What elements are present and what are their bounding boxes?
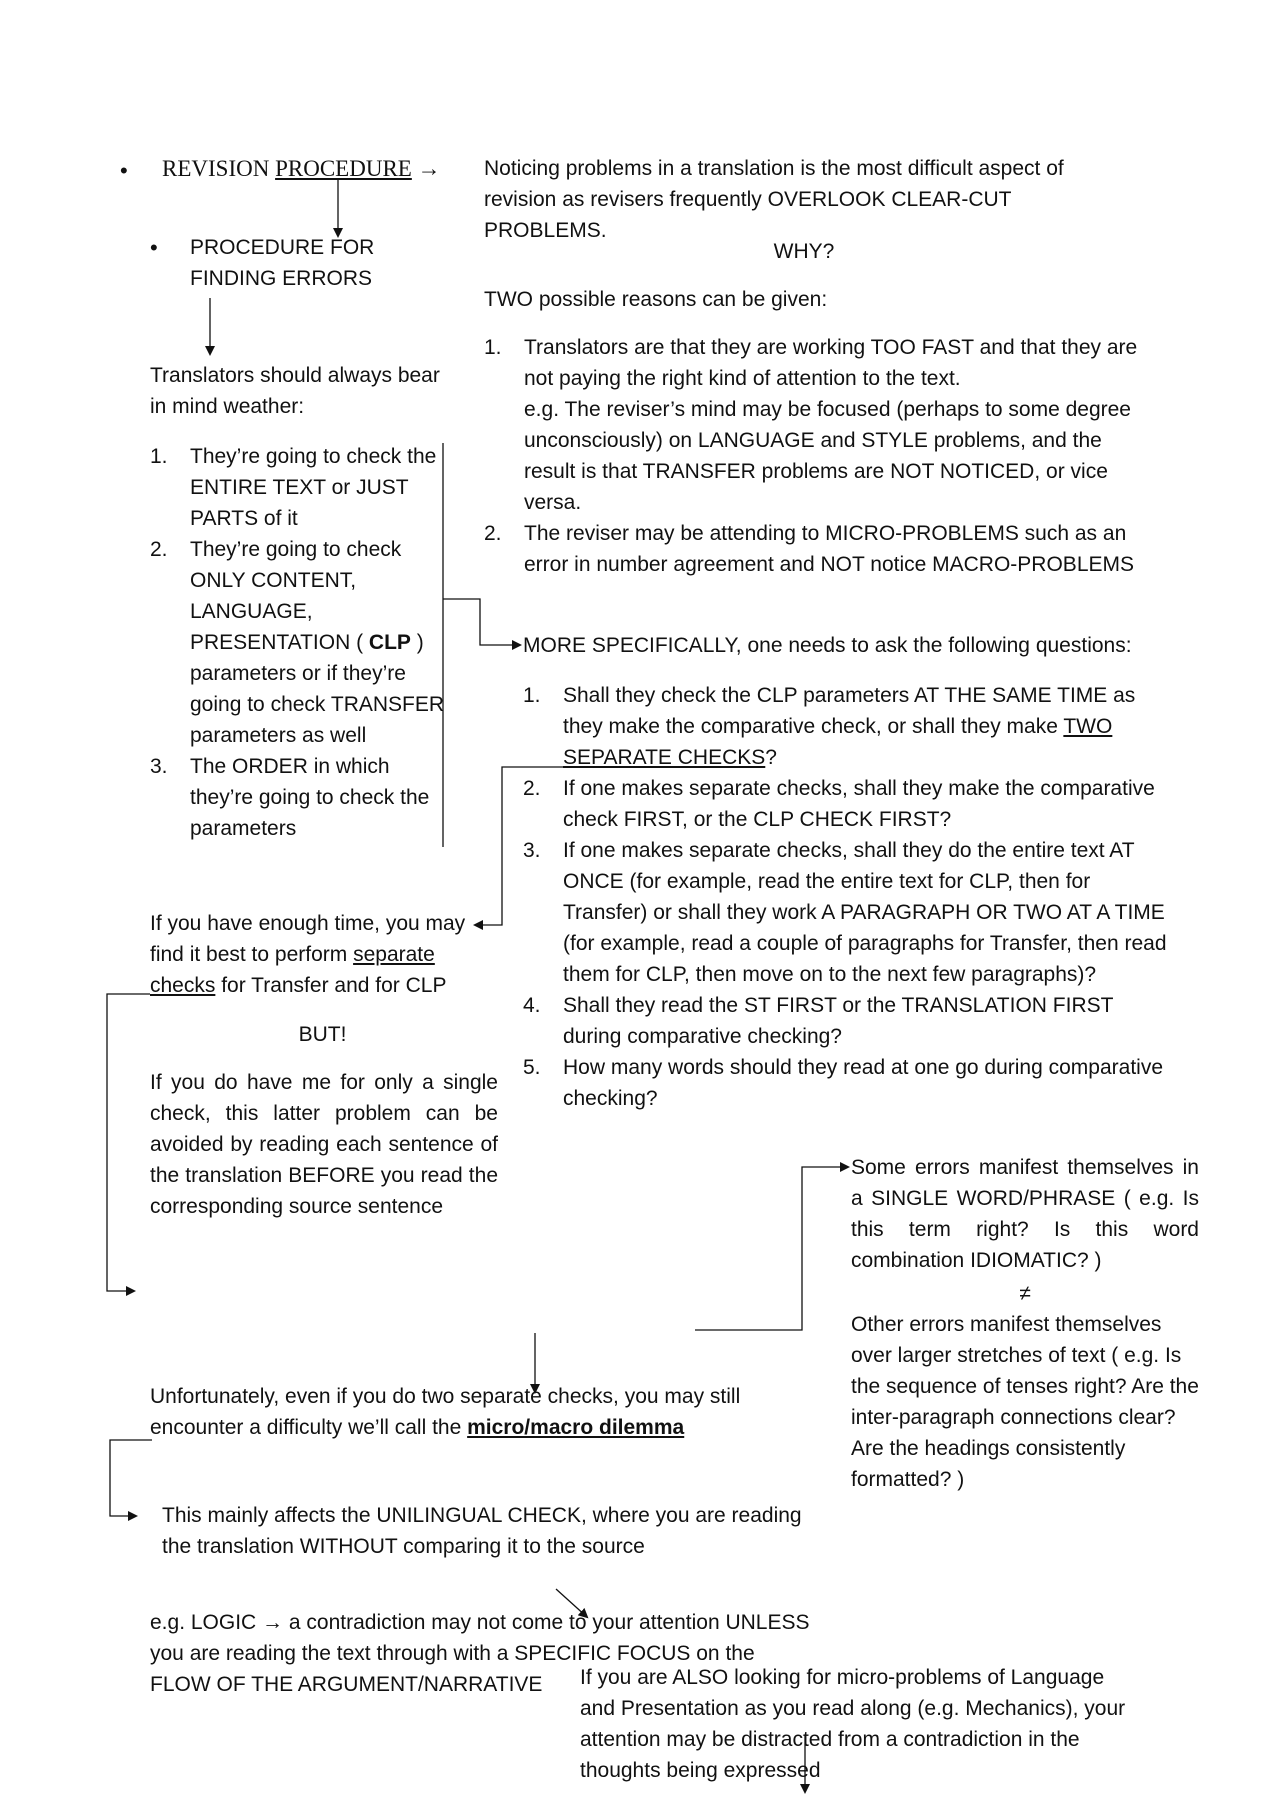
list-item: 5. How many words should they read at on… [523,1056,1163,1110]
main-bullet: • [120,158,128,183]
unilingual-text: This mainly affects the UNILINGUAL CHECK… [162,1504,802,1558]
list-item: 2. They’re going to check ONLY CONTENT, … [150,538,445,747]
larger-stretches-text: Other errors manifest themselves over la… [851,1313,1199,1491]
title-main: PROCEDURE [275,156,412,181]
but-text: BUT! [298,1023,347,1046]
title-pre: REVISION [162,156,270,181]
example-text: e.g. The reviser’s mind may be focused (… [524,398,1131,514]
micro-problems-text: If you are ALSO looking for micro-proble… [580,1666,1126,1782]
list-item: 4. Shall they read the ST FIRST or the T… [523,994,1114,1048]
questions-list: 1. Shall they check the CLP parameters A… [523,680,1171,1114]
considerations-list: 1. They’re going to check the ENTIRE TEX… [150,441,445,844]
more-specifically-text: MORE SPECIFICALLY, one needs to ask the … [523,634,1132,657]
list-item: 1. They’re going to check the ENTIRE TEX… [150,445,437,530]
two-reasons-text: TWO possible reasons can be given: [484,288,828,311]
list-item: 2. The reviser may be attending to MICRO… [484,522,1135,576]
micro-macro-term: micro/macro dilemma [467,1416,685,1439]
single-check-text: If you do have me for only a single chec… [150,1071,498,1218]
clp-abbrev: CLP [368,631,411,654]
list-item: 2. If one makes separate checks, shall t… [523,777,1155,831]
bear-in-mind-text: Translators should always bear in mind w… [150,364,440,418]
arrow-checks-to-bottom [106,993,150,1296]
dilemma-text: Unfortunately, even if you do two separa… [150,1385,741,1439]
enough-time-text: If you have enough time, you may find it… [150,912,466,997]
arrow-diagonal-logic [555,1588,589,1619]
logic-text: e.g. LOGIC → a contradiction may not com… [150,1611,810,1696]
arrow-to-single-word [695,1162,850,1331]
single-word-text: Some errors manifest themselves in a SIN… [851,1156,1199,1272]
title-arrow-icon: → [417,156,441,181]
why-heading: WHY? [773,240,835,263]
not-equal-symbol: ≠ [1019,1282,1031,1305]
reasons-list: 1. Translators are that they are working… [484,332,1156,580]
list-item: 3. The ORDER in which they’re going to c… [150,755,430,840]
arrow-to-more-specifically [443,598,522,650]
section-title: REVISION PROCEDURE → [162,153,441,184]
procedure-heading: PROCEDURE FOR FINDING ERRORS [190,236,375,290]
arrow-questions-to-time [473,766,565,930]
list-item: 1. Translators are that they are working… [484,332,1156,518]
intro-text: Noticing problems in a translation is th… [484,157,1064,242]
sub-bullet: • [150,235,158,260]
logic-arrow-icon: → [262,1611,284,1634]
arrow-dilemma-to-unilingual [109,1439,152,1521]
list-item: 1. Shall they check the CLP parameters A… [523,684,1136,769]
list-item: 3. If one makes separate checks, shall t… [523,839,1167,986]
